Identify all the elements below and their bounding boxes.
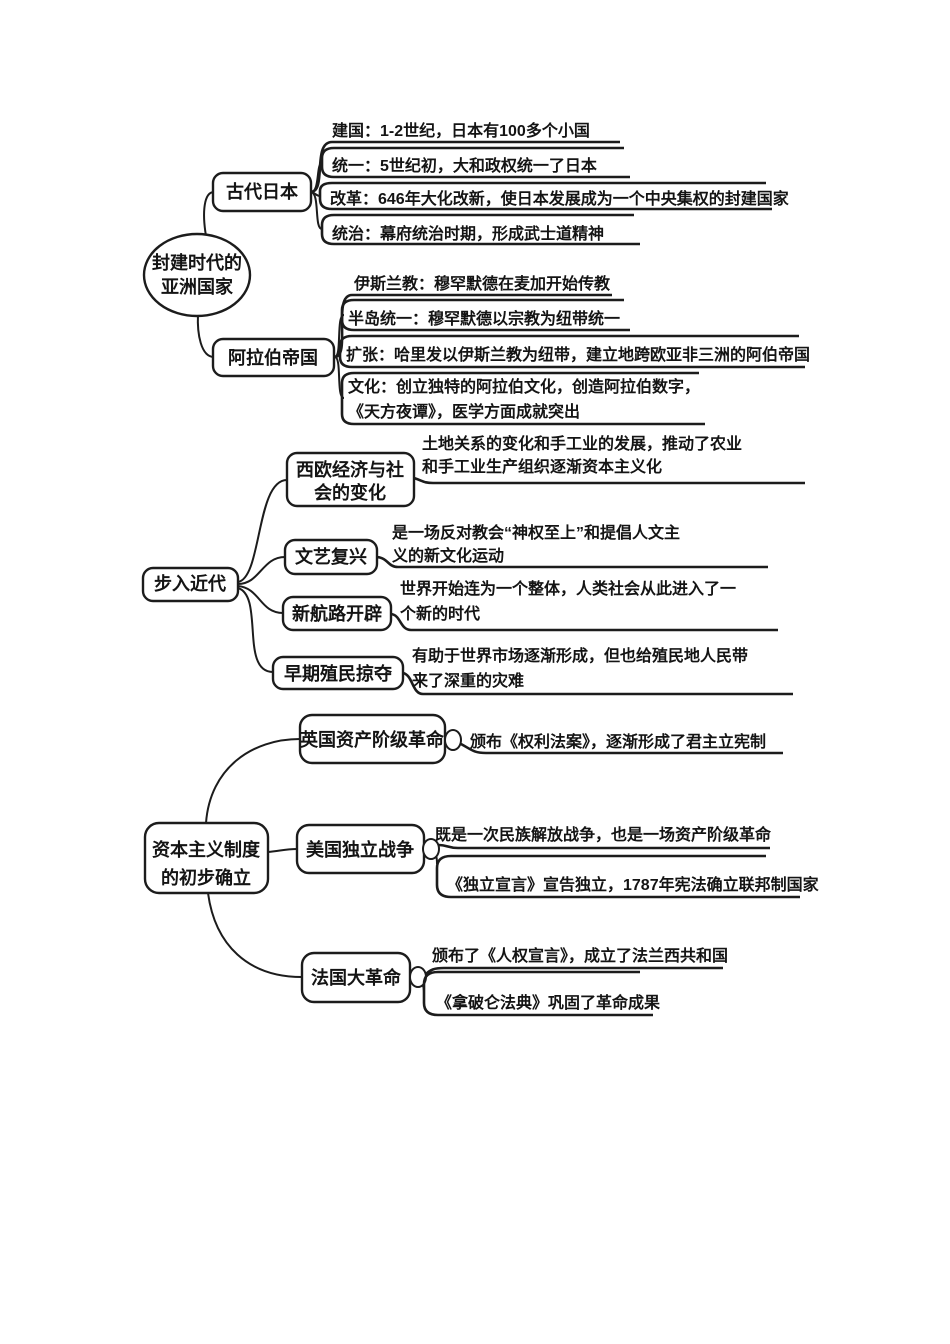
leaf-renaissance-text2[interactable]: 义的新文化运动: [392, 546, 504, 565]
leaf-renaissance-text1[interactable]: 是一场反对教会“神权至上”和提倡人文主: [391, 523, 680, 542]
connector-root-to-japan: [203, 191, 215, 237]
leaf-fr-code-line: [422, 970, 653, 1017]
leaf-new-routes-text1[interactable]: 世界开始连为一个整体，人类社会从此进入了一: [400, 579, 736, 598]
node-ancient-japan-label: 古代日本: [226, 181, 298, 202]
leaf-arab-culture-line1[interactable]: 文化：创立独特的阿拉伯文化，创造阿拉伯数字，: [348, 377, 700, 396]
connector-modern-to-colonial: [237, 587, 274, 673]
leaf-us-war-nature-text[interactable]: 既是一次民族解放战争，也是一场资产阶级革命: [435, 825, 772, 844]
node-arab-empire[interactable]: [211, 337, 336, 378]
leaf-fr-code-text[interactable]: 《拿破仑法典》巩固了革命成果: [436, 993, 660, 1012]
node-west-europe-economy[interactable]: [285, 451, 416, 508]
root-capitalism-label1: 资本主义制度: [152, 839, 261, 860]
node-west-europe-label1: 西欧经济与社: [296, 459, 404, 480]
leaf-japan-unify-line: [320, 146, 630, 179]
leaf-west-europe-line: [413, 476, 805, 485]
root-node-modern-era[interactable]: [141, 566, 240, 603]
root-capitalism-label2: 的初步确立: [161, 867, 251, 888]
root-node-feudal-asia[interactable]: [142, 232, 252, 318]
leaf-arab-peninsula-line: [340, 298, 630, 332]
collapse-toggle-american-independence[interactable]: [422, 838, 440, 860]
node-west-europe-label2: 会的变化: [314, 482, 386, 503]
leaf-us-war-nature-line: [438, 843, 770, 850]
node-new-routes-label: 新航路开辟: [292, 603, 382, 624]
leaf-arab-islam[interactable]: 伊斯兰教：穆罕默德在麦加开始传教: [353, 274, 611, 293]
leaf-arab-expansion-line: [338, 334, 805, 369]
connector-modern-to-renaissance: [237, 556, 286, 585]
node-english-revolution-label: 英国资产阶级革命: [299, 729, 445, 750]
connector-modern-to-west: [237, 479, 288, 583]
node-new-routes[interactable]: [281, 595, 393, 632]
leaf-west-europe-text2[interactable]: 和手工业生产组织逐渐资本主义化: [422, 457, 662, 476]
root-label-line1: 封建时代的: [152, 252, 242, 273]
leaf-early-colonial-line: [402, 671, 793, 696]
leaf-us-declaration-text[interactable]: 《独立宣言》宣告独立，1787年宪法确立联邦制国家: [447, 875, 820, 894]
leaf-japan-rule[interactable]: 统治：幕府统治时期，形成武士道精神: [332, 224, 604, 243]
leaf-japan-reform-line: [318, 181, 772, 211]
node-renaissance-label: 文艺复兴: [295, 546, 367, 567]
leaf-new-routes-text2[interactable]: 个新的时代: [399, 604, 480, 623]
leaf-early-colonial-text2[interactable]: 来了深重的灾难: [411, 671, 524, 690]
section-feudal-asia: 封建时代的 亚洲国家 古代日本 建国：1-2世纪，日本有100多个小国 统一：5…: [142, 121, 810, 426]
leaf-japan-founding[interactable]: 建国：1-2世纪，日本有100多个小国: [332, 121, 590, 140]
leaf-english-revolution-line: [460, 742, 783, 755]
leaf-arab-peninsula[interactable]: 半岛统一：穆罕默德以宗教为纽带统一: [348, 309, 620, 328]
section-modern-era: 步入近代 西欧经济与社 会的变化 土地关系的变化和手工业的发展，推动了农业 和手…: [141, 434, 805, 696]
leaf-us-declaration-line: [435, 854, 800, 899]
leaf-fr-declaration-line: [425, 966, 723, 975]
leaf-west-europe-text1[interactable]: 土地关系的变化和手工业的发展，推动了农业: [422, 434, 742, 453]
leaf-arab-expansion[interactable]: 扩张：哈里发以伊斯兰教为纽带，建立地跨欧亚非三洲的阿伯帝国: [346, 345, 810, 364]
node-arab-empire-label: 阿拉伯帝国: [228, 347, 318, 368]
node-american-independence-label: 美国独立战争: [306, 839, 414, 860]
root-modern-era-label: 步入近代: [154, 573, 226, 594]
connector-capitalism-to-fr: [207, 892, 303, 978]
leaf-arab-culture-line: [340, 371, 705, 426]
node-early-colonial-label: 早期殖民掠夺: [284, 663, 393, 684]
connector-root-to-arab: [196, 313, 215, 358]
leaf-english-revolution-text[interactable]: 颁布《权利法案》，逐渐形成了君主立宪制: [470, 732, 766, 751]
node-french-revolution-label: 法国大革命: [311, 967, 402, 988]
leaf-fr-declaration-text[interactable]: 颁布了《人权宣言》，成立了法兰西共和国: [432, 946, 728, 965]
collapse-toggle-english-revolution[interactable]: [444, 729, 462, 751]
leaf-japan-unify[interactable]: 统一：5世纪初，大和政权统一了日本: [332, 156, 597, 175]
leaf-japan-rule-line: [320, 213, 640, 246]
root-label-line2: 亚洲国家: [161, 276, 234, 297]
leaf-arab-culture-line2[interactable]: 《天方夜谭》，医学方面成就突出: [348, 402, 580, 421]
leaf-japan-reform[interactable]: 改革：646年大化改新，使日本发展成为一个中央集权的封建国家: [330, 189, 790, 208]
leaf-new-routes-line: [390, 612, 778, 632]
root-node-capitalism[interactable]: [143, 821, 270, 895]
connector-modern-to-newroutes: [237, 585, 284, 614]
leaf-renaissance-line: [376, 555, 768, 569]
leaf-early-colonial-text1[interactable]: 有助于世界市场逐渐形成，但也给殖民地人民带: [412, 646, 748, 665]
connector-capitalism-to-uk: [205, 738, 301, 824]
section-capitalism: 资本主义制度 的初步确立 英国资产阶级革命 颁布《权利法案》，逐渐形成了君主立宪…: [143, 713, 820, 1017]
connector-capitalism-to-us: [267, 848, 298, 853]
leaf-japan-rule-connector: [310, 191, 323, 230]
